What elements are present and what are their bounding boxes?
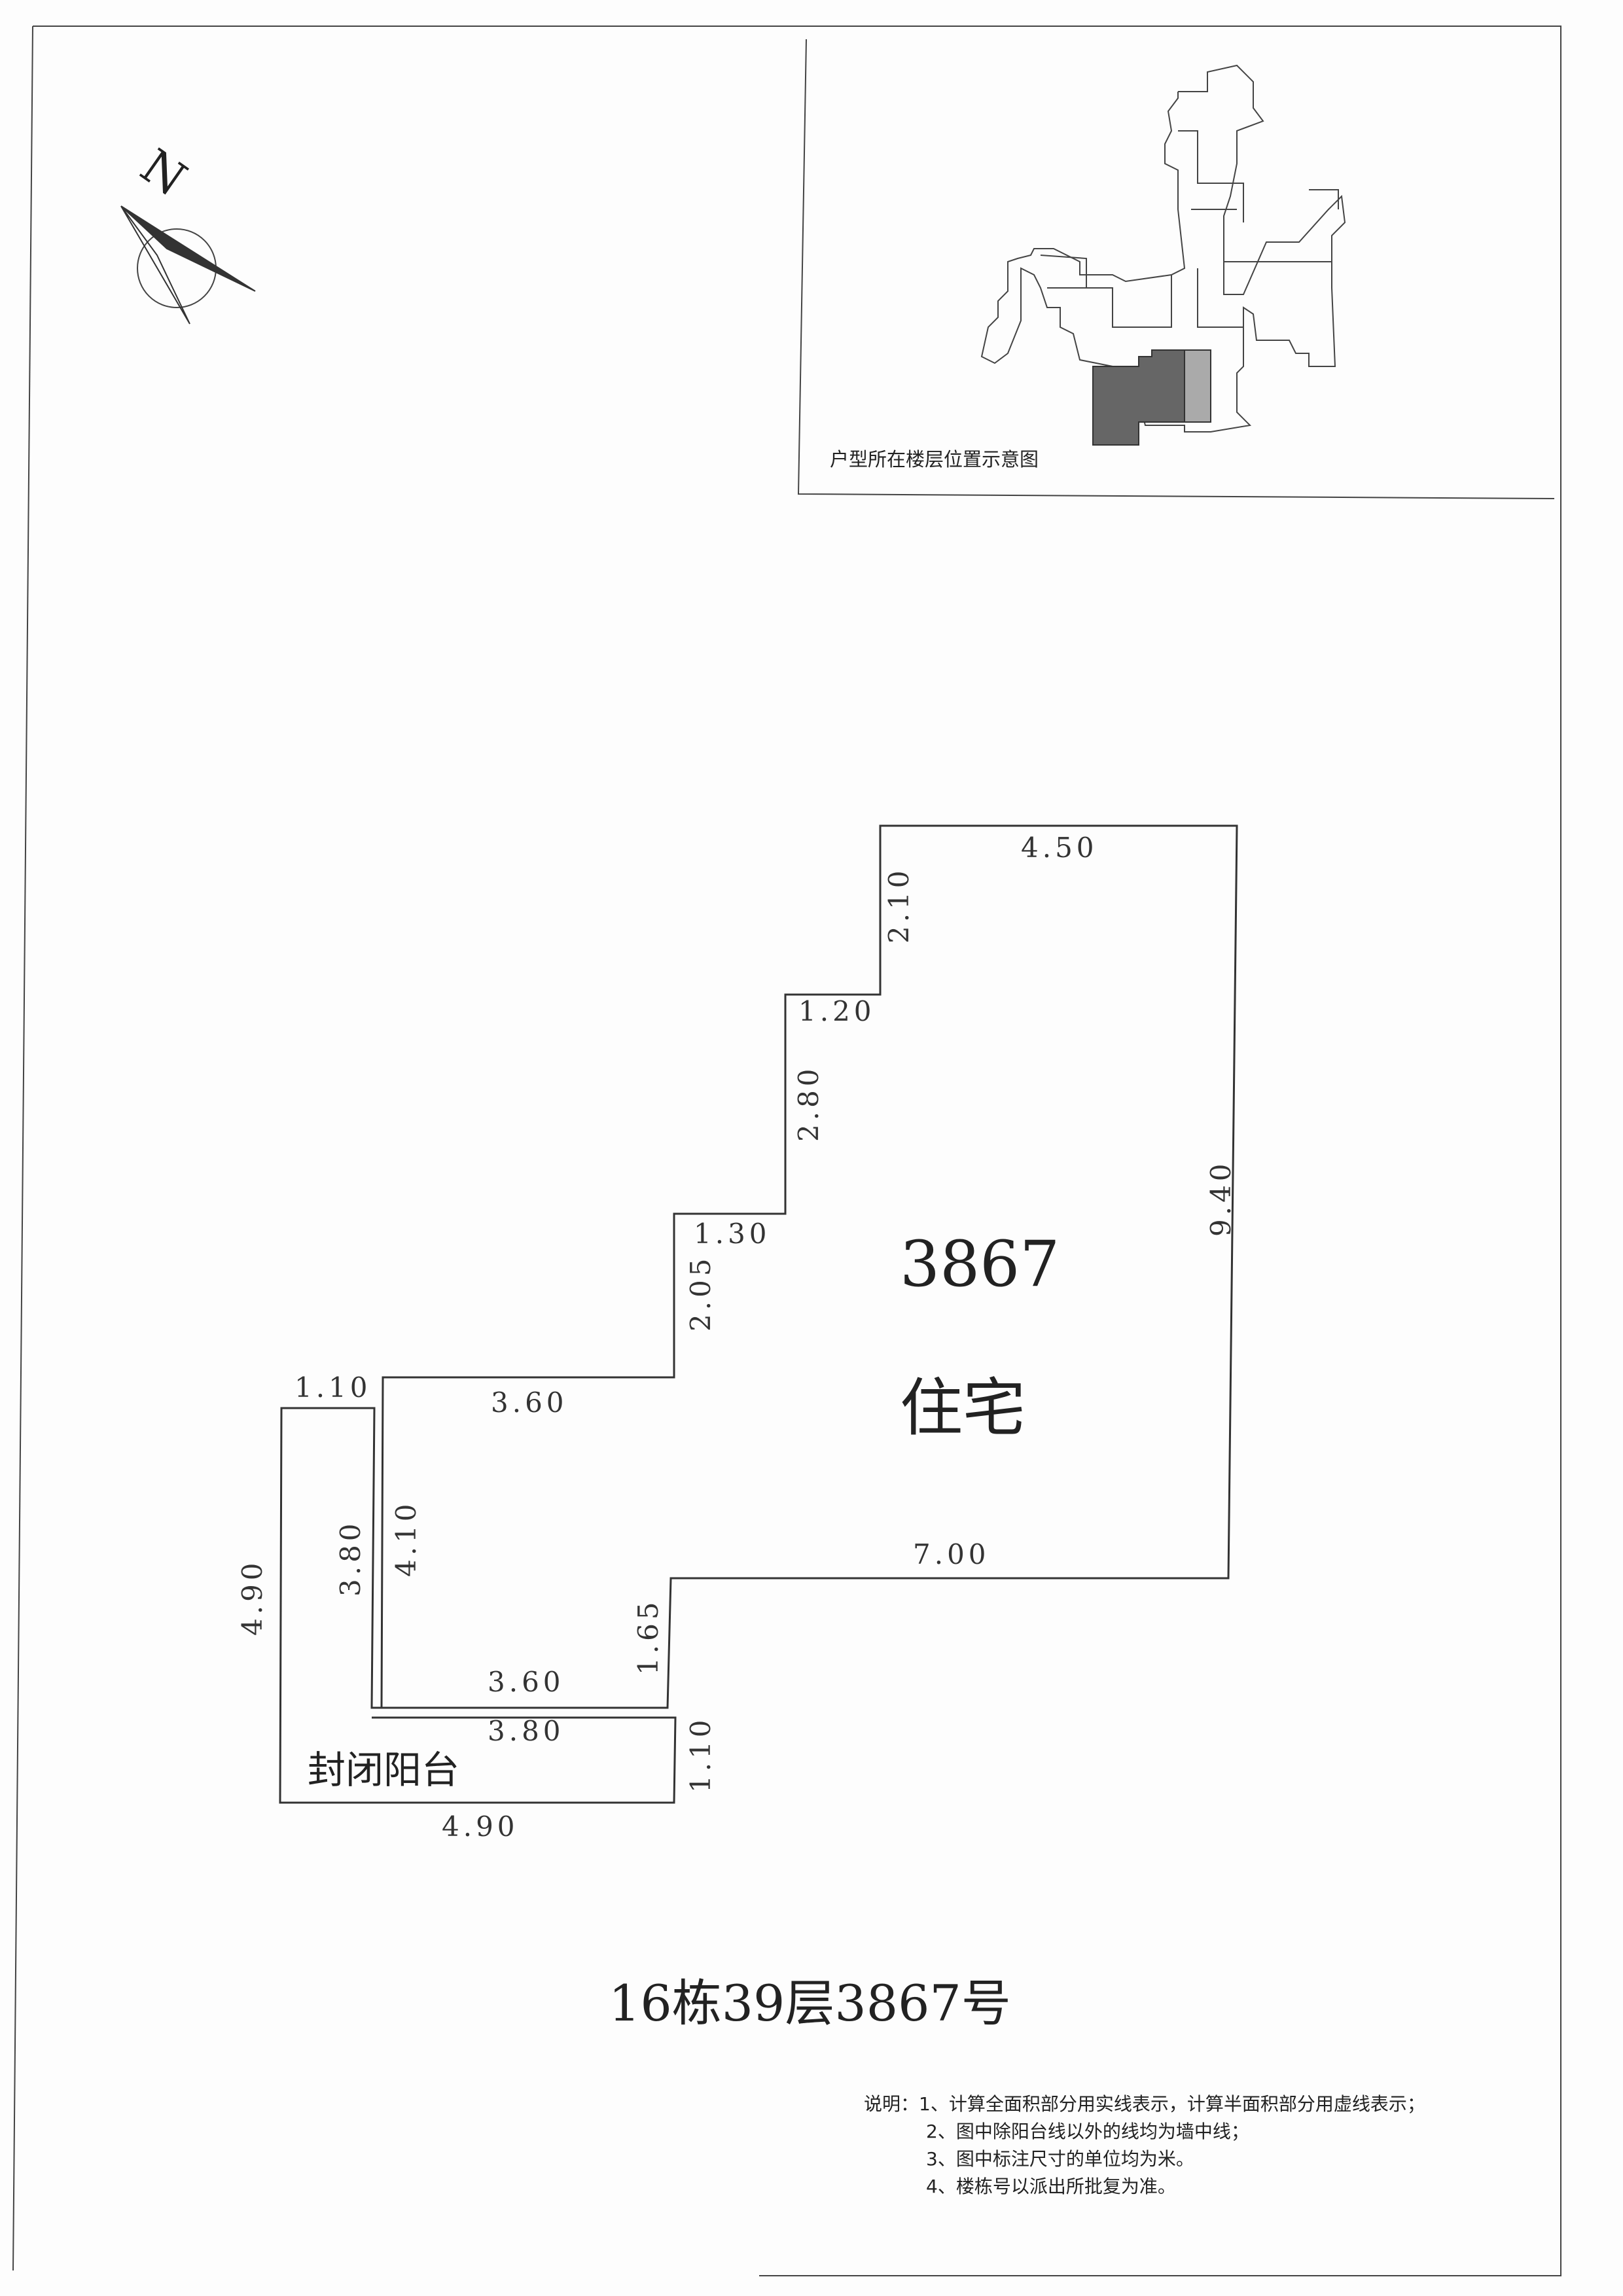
dim-right: 9.40 — [1205, 1159, 1237, 1237]
dim-step-165: 1.65 — [632, 1598, 664, 1675]
dim-balcony-490-v: 4.90 — [236, 1559, 268, 1636]
dim-step-280: 2.80 — [793, 1065, 825, 1142]
unit-use: 住宅 — [900, 1371, 1026, 1445]
sheet-frame-left — [12, 26, 33, 2271]
dim-step-210: 2.10 — [883, 866, 915, 944]
dim-inner-410: 4.10 — [390, 1500, 422, 1577]
unit-highlight — [1092, 349, 1185, 446]
note-1: 说明：1、计算全面积部分用实线表示，计算半面积部分用虚线表示； — [864, 2093, 1425, 2115]
unit-number: 3867 — [900, 1227, 1060, 1301]
dim-step-205: 2.05 — [685, 1254, 717, 1332]
dim-step-120: 1.20 — [798, 995, 876, 1027]
north-needle-icon — [120, 205, 256, 292]
sheet-frame — [33, 26, 1561, 2276]
dim-top: 4.50 — [1021, 832, 1098, 864]
location-map: 户型所在楼层位置示意图 — [797, 39, 1555, 499]
unit-highlight-light — [1184, 349, 1211, 423]
note-4: 4、楼栋号以派出所批复为准。 — [926, 2176, 1176, 2197]
north-label: N — [131, 138, 196, 207]
unit-outline — [380, 824, 1238, 1709]
dimension-labels: 4.50 9.40 2.10 1.20 2.80 1.30 2.05 3.60 … — [236, 832, 1237, 1843]
dim-balcony-380-v: 3.80 — [334, 1519, 366, 1597]
balcony-label: 封闭阳台 — [308, 1748, 459, 1792]
dim-balcony-490-h: 4.90 — [442, 1810, 519, 1843]
north-needle-outline-icon — [120, 205, 190, 325]
notes: 说明：1、计算全面积部分用实线表示，计算半面积部分用虚线表示； 2、图中除阳台线… — [864, 2093, 1425, 2197]
dim-low-360: 3.60 — [488, 1666, 565, 1698]
dim-balcony-top-110: 1.10 — [294, 1371, 372, 1404]
location-map-frame — [797, 39, 1555, 499]
dim-step-130: 1.30 — [694, 1218, 771, 1250]
dim-mid-360: 3.60 — [491, 1386, 568, 1419]
balcony-outline — [279, 1407, 677, 1804]
page-title: 16栋39层3867号 — [609, 1974, 1011, 2032]
dim-bottom-700: 7.00 — [913, 1538, 990, 1570]
dim-balcony-380-h: 3.80 — [488, 1715, 565, 1747]
note-2: 2、图中除阳台线以外的线均为墙中线； — [926, 2121, 1249, 2142]
location-map-caption: 户型所在楼层位置示意图 — [830, 448, 1039, 470]
north-arrow: N — [120, 138, 256, 325]
note-3: 3、图中标注尺寸的单位均为米。 — [926, 2148, 1194, 2170]
dim-balcony-110-v: 1.10 — [685, 1716, 717, 1793]
